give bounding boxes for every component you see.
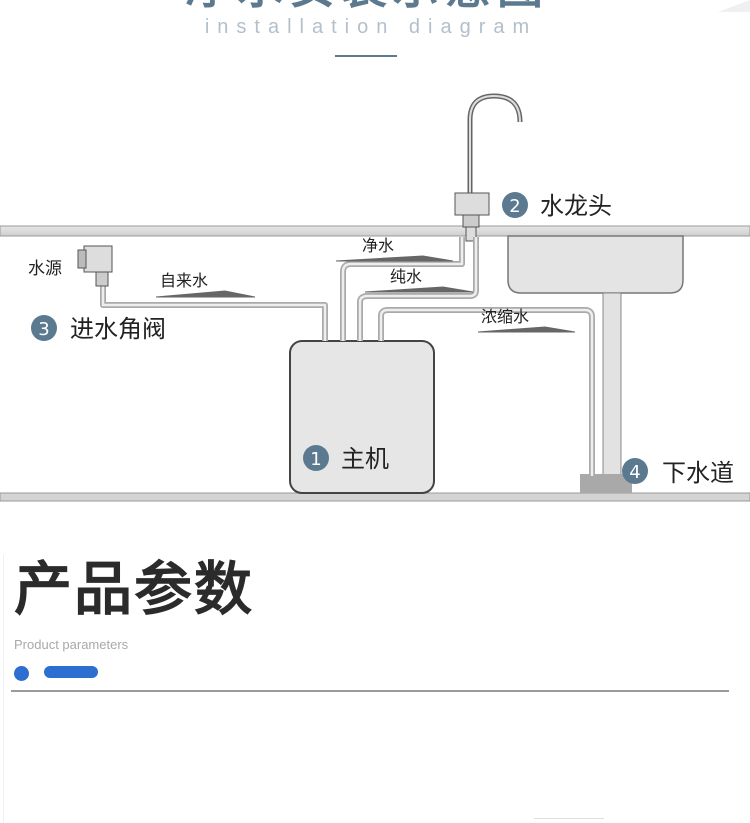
- concentrate-label: 浓缩水: [481, 307, 529, 326]
- step-1: 1 主机: [303, 445, 389, 473]
- sink-basin: [507, 235, 684, 294]
- pure-water-arrow: [364, 286, 474, 293]
- bottom-mark: [534, 818, 604, 819]
- step-1-number: 1: [310, 449, 321, 470]
- page-subtitle: installation diagram: [204, 16, 538, 38]
- faucet-icon: [454, 93, 523, 242]
- step-4-label: 下水道: [662, 459, 734, 487]
- step-4-number: 4: [629, 462, 640, 483]
- page-title: 净水安装示意图: [185, 0, 549, 10]
- section-divider: [11, 690, 729, 692]
- step-2: 2 水龙头: [502, 192, 612, 220]
- installation-diagram: 水源 自来水 净水 纯水 浓缩水 1 主机 2 水龙头 3 进水角阀 4 下水道: [0, 93, 750, 502]
- step-4: 4 下水道: [622, 458, 734, 487]
- tap-water-arrow: [155, 290, 256, 298]
- clean-water-arrow: [335, 255, 454, 262]
- step-1-label: 主机: [341, 445, 389, 473]
- pure-water-label: 纯水: [390, 267, 422, 286]
- title-divider: [335, 55, 397, 57]
- step-3-number: 3: [38, 319, 49, 340]
- drain-pipe: [602, 292, 622, 476]
- sewer-block: [580, 474, 632, 493]
- concentrate-arrow: [477, 326, 576, 333]
- accent-dot: [14, 666, 29, 681]
- step-3: 3 进水角阀: [31, 315, 166, 343]
- countertop: [0, 225, 750, 237]
- step-2-label: 水龙头: [540, 192, 612, 220]
- water-source-label: 水源: [28, 259, 62, 279]
- section-title: 产品参数: [14, 555, 255, 623]
- section-subtitle: Product parameters: [14, 637, 129, 652]
- corner-decoration: [718, 0, 750, 12]
- clean-water-label: 净水: [362, 236, 394, 255]
- tap-water-label: 自来水: [160, 271, 208, 290]
- step-2-number: 2: [509, 196, 520, 217]
- angle-valve-icon: [77, 245, 113, 287]
- left-edge-line: [3, 555, 4, 823]
- cabinet-floor: [0, 492, 750, 502]
- accent-pill: [44, 666, 98, 678]
- step-3-label: 进水角阀: [70, 315, 166, 343]
